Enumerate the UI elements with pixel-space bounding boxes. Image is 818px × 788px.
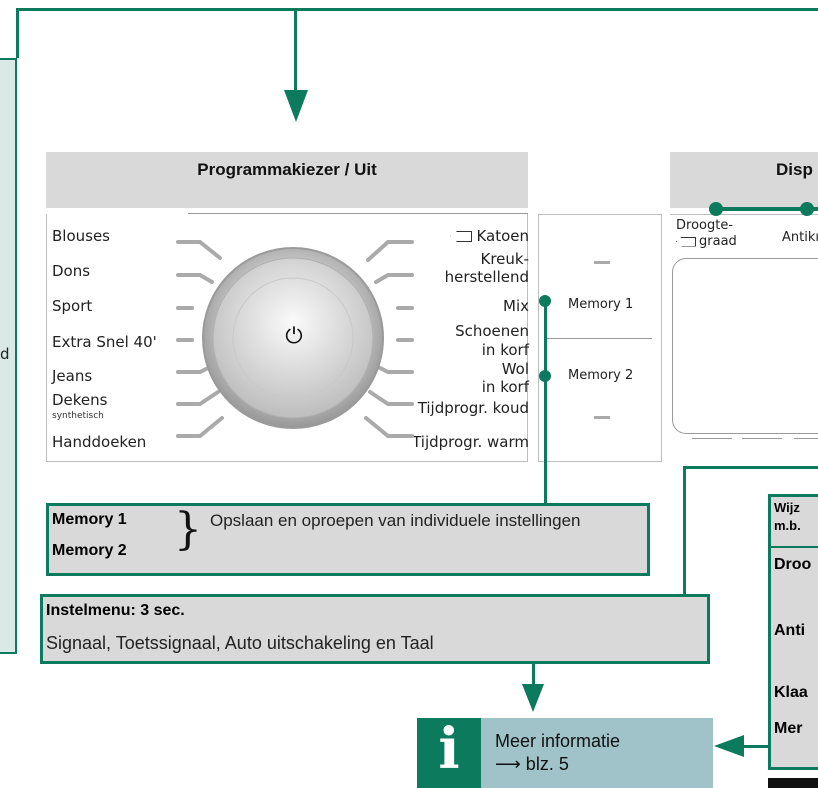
- right-panel-row5: Mer: [774, 720, 803, 737]
- memory-box-memory2: Memory 2: [52, 542, 127, 559]
- down-connector-line: [294, 8, 297, 93]
- program-label-tijdprogr-koud[interactable]: Tijdprogr. koud: [417, 399, 529, 417]
- info-text-box: [481, 718, 713, 788]
- program-label-schoenen[interactable]: Schoenen: [455, 322, 529, 340]
- info-icon: i: [438, 716, 460, 782]
- memory-connector-line: [544, 300, 547, 508]
- program-label-extra-snel[interactable]: Extra Snel 40': [52, 333, 157, 351]
- display-title: Disp: [776, 160, 813, 179]
- right-panel-row2: Droo: [774, 556, 812, 573]
- memory2-button-label[interactable]: Memory 2: [568, 368, 634, 383]
- memory-dash-bottom: [594, 416, 610, 419]
- right-connector-vertical: [683, 466, 686, 596]
- memory2-dot: [539, 370, 551, 382]
- memory-box-memory1: Memory 1: [52, 511, 127, 528]
- memory1-button-label[interactable]: Memory 1: [568, 297, 634, 312]
- info-icon-box: [417, 718, 481, 788]
- program-dial-graphic: [176, 240, 414, 438]
- memory-panel: [538, 214, 662, 462]
- program-sublabel-schoenen: in korf: [481, 341, 529, 359]
- program-label-blouses[interactable]: Blouses: [52, 227, 111, 245]
- anti-label-fragment: Antikı: [782, 230, 818, 245]
- display-screen: [672, 258, 818, 434]
- memory-divider: [544, 338, 652, 339]
- program-label-sport[interactable]: Sport: [52, 297, 93, 315]
- program-label-herstellend[interactable]: herstellend: [444, 268, 529, 286]
- right-panel-black-tab: [768, 778, 818, 788]
- drying-label-line1: Droogte-: [676, 218, 734, 233]
- info-line1: Meer informatie: [495, 731, 621, 751]
- right-connector-horizontal: [683, 466, 818, 469]
- memory-dash-top: [594, 261, 610, 264]
- program-label-dons[interactable]: Dons: [52, 262, 91, 280]
- power-icon[interactable]: ⏻: [285, 324, 303, 349]
- program-label-tijdprogr-warm[interactable]: Tijdprogr. warm: [412, 433, 529, 451]
- settings-menu-box: [40, 594, 710, 664]
- display-underline-1: [692, 438, 732, 439]
- right-panel-row1a: Wijz: [774, 500, 800, 515]
- half-load-icon: [450, 231, 473, 242]
- display-underline-2: [742, 438, 782, 439]
- program-label-jeans[interactable]: Jeans: [52, 367, 93, 385]
- memory-box-description: Opslaan en oproepen van individuele inst…: [210, 511, 581, 530]
- info-connector-line: [532, 664, 535, 688]
- right-info-panel: [768, 494, 818, 770]
- right-to-info-line: [742, 745, 772, 748]
- memory1-dot: [539, 295, 551, 307]
- drying-label-text: graad: [699, 234, 737, 249]
- display-header: [670, 152, 818, 208]
- program-label-mix[interactable]: Mix: [503, 297, 529, 315]
- program-label-wol[interactable]: Wol: [501, 360, 529, 378]
- program-selector-title: Programmakiezer / Uit: [197, 160, 377, 179]
- left-side-panel: [0, 58, 17, 654]
- program-selector-panel: [46, 214, 528, 462]
- program-sublabel-wol: in korf: [481, 378, 529, 396]
- program-label-katoen-text: Katoen: [476, 227, 529, 245]
- top-connector-line: [16, 8, 818, 11]
- memory-info-box: [46, 503, 650, 576]
- display-connector-line: [716, 207, 818, 211]
- down-arrow-icon-2: [522, 684, 544, 712]
- right-panel-row3: Anti: [774, 622, 806, 639]
- info-line2[interactable]: ⟶ blz. 5: [495, 754, 569, 774]
- display-panel: [670, 214, 818, 463]
- right-panel-row4: Klaa: [774, 684, 808, 701]
- program-panel-top-line: [188, 213, 528, 214]
- program-label-kreuk[interactable]: Kreuk-: [480, 250, 529, 268]
- brace-icon: }: [174, 504, 202, 555]
- display-underline-3: [794, 438, 818, 439]
- program-label-katoen[interactable]: Katoen: [450, 227, 529, 245]
- left-connector-line: [16, 8, 19, 58]
- settings-menu-title: Instelmenu: 3 sec.: [46, 602, 185, 619]
- drying-label-line2: graad: [676, 234, 737, 249]
- program-label-dekens[interactable]: Dekens: [52, 391, 108, 409]
- half-load-icon: [676, 236, 696, 247]
- program-sublabel-dekens: synthetisch: [52, 411, 104, 421]
- left-arrow-icon: [714, 735, 744, 757]
- right-panel-divider: [771, 546, 818, 548]
- anti-dot: [800, 202, 814, 216]
- drying-dot: [709, 202, 723, 216]
- right-panel-row1b: m.b.: [774, 518, 801, 533]
- down-arrow-icon: [284, 90, 308, 122]
- left-panel-text-fragment: d: [0, 345, 10, 363]
- program-label-handdoeken[interactable]: Handdoeken: [52, 433, 147, 451]
- program-selector-header: [46, 152, 528, 208]
- settings-menu-text: Signaal, Toetssignaal, Auto uitschakelin…: [46, 633, 434, 653]
